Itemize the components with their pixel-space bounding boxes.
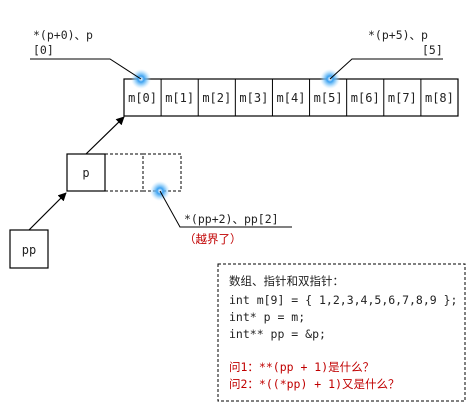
array-cell-label: m[0] [128,91,157,105]
annotation-p0: *(p+0)、p [0] [30,28,142,80]
annotation-pp2-line1: *(pp+2)、pp[2] [184,212,279,226]
pp-box [9,229,49,269]
array-cell-m1: m[1] [160,79,194,116]
array-outline [123,78,459,117]
annotation-pp2-line2: （越界了） [184,232,242,246]
array-cell-m3: m[3] [234,79,268,116]
array-cell-m0: m[0] [128,91,157,105]
annotation-pp2-leader [159,190,292,228]
array-cell-m7: m[7] [383,79,417,116]
annotation-p5-line1: *(p+5)、p [368,28,428,42]
pp-label: pp [22,243,36,257]
array-cell-label: m[7] [388,91,417,105]
pointer-pp: pp [9,229,49,269]
pointer-p: p [66,153,182,192]
arrow-pp-to-p [28,192,67,231]
array-cell-m2: m[2] [197,79,231,116]
code-line: int m[9] = { 1,2,3,4,5,6,7,8,9 }; [229,293,457,307]
annotation-pp2: *(pp+2)、pp[2] （越界了） [159,190,292,246]
array-cell-label: m[6] [351,91,380,105]
arrow-p-to-m0 [85,116,125,155]
annotation-p0-line2: [0] [33,43,54,57]
code-box-border [217,263,466,402]
array-m: m[0] m[1] m[2] m[3] m[4] m[5] m[6] m[7] m[8] [123,78,459,117]
annotation-p0-leader [30,58,142,80]
code-box-title: 数组、指针和双指针： [229,274,344,288]
annotation-p5: *(p+5)、p [5] [329,28,443,80]
code-box: 数组、指针和双指针： int m[9] = { 1,2,3,4,5,6,7,8,… [217,263,466,402]
annotation-p0-line1: *(p+0)、p [33,28,93,42]
array-cell-label: m[5] [314,91,343,105]
p-label: p [82,166,89,180]
p-plus-1-dashed-cell [104,153,144,192]
array-cell-label: m[8] [425,91,454,105]
array-cell-label: m[1] [165,91,194,105]
question-2: 问2：*((*pp) + 1)又是什么？ [229,377,400,391]
array-cell-m4: m[4] [271,79,306,116]
question-1: 问1：**(pp + 1)是什么？ [229,360,374,374]
array-cell-m6: m[6] [346,79,380,116]
annotation-p5-line2: [5] [422,43,443,57]
annotation-p5-leader [329,58,443,80]
code-line: int* p = m; [229,310,305,324]
array-cell-label: m[4] [277,91,306,105]
array-cell-label: m[3] [239,91,268,105]
array-cell-m5: m[5] [309,79,343,116]
p-plus-2-dashed-cell [142,153,182,192]
array-cell-m8: m[8] [420,79,454,116]
code-line: int** pp = &p; [229,327,326,341]
array-cell-label: m[2] [202,91,231,105]
